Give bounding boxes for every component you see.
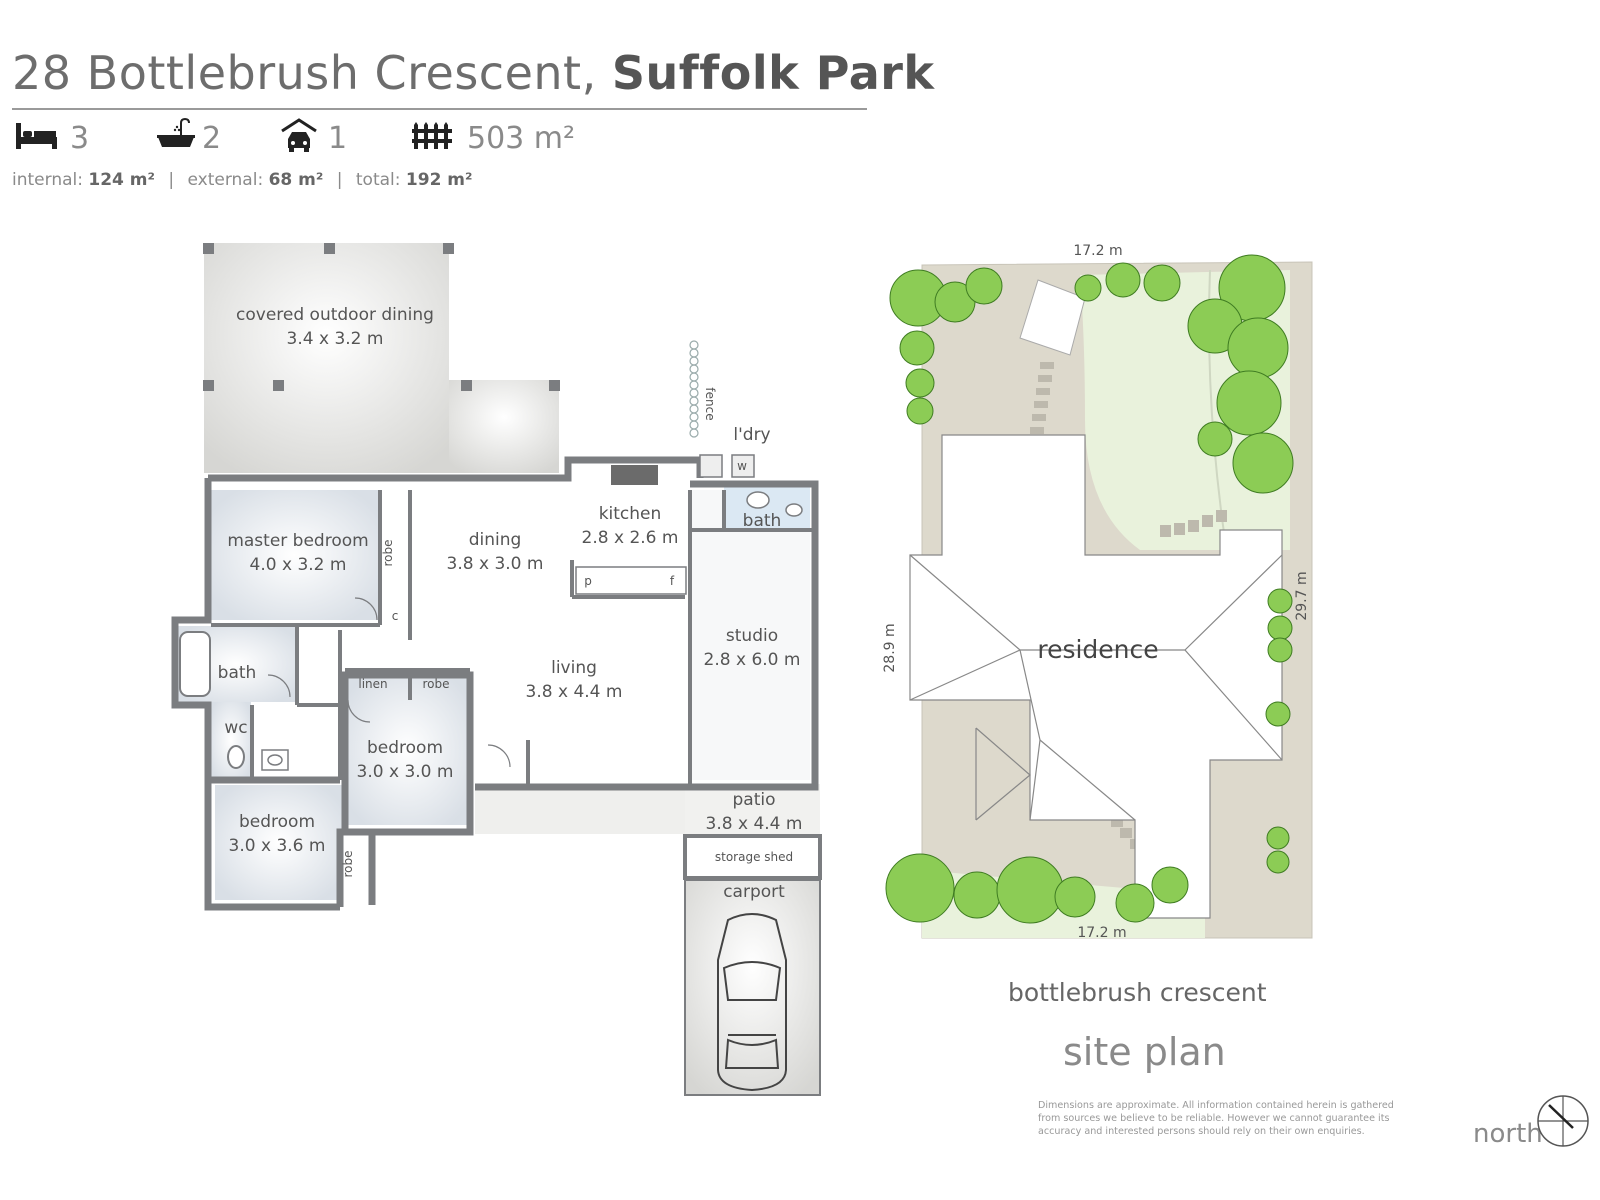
residence-label: residence [1037, 635, 1158, 664]
label-wc: wc [224, 718, 247, 738]
external-label: external: [187, 170, 264, 190]
residence-roof [909, 434, 1283, 919]
label-storage-shed: storage shed [715, 850, 793, 864]
bath-icon [157, 117, 195, 147]
size-patio: 3.8 x 4.4 m [706, 814, 803, 834]
site-right-dim: 29.7 m [1294, 571, 1310, 620]
label-w: w [737, 459, 747, 473]
label-robe: robe [422, 677, 449, 691]
internal-label: internal: [12, 170, 83, 190]
size-master-bedroom: 4.0 x 3.2 m [250, 555, 347, 575]
label-bedroom-3: bedroom [239, 812, 315, 832]
land-size: 503 m² [467, 121, 576, 156]
address: 28 Bottlebrush Crescent, [12, 46, 597, 100]
separator: | [336, 170, 343, 190]
label-laundry: l'dry [733, 425, 770, 445]
label-carport: carport [723, 882, 785, 902]
baths-count: 2 [202, 121, 222, 156]
fence-land-icon [412, 122, 452, 149]
disclaimer: Dimensions are approximate. All informat… [1038, 1100, 1394, 1137]
label-f: f [670, 574, 675, 588]
label-robe-master: robe [381, 539, 395, 566]
car-icon [717, 913, 787, 1092]
site-left-dim: 28.9 m [882, 623, 898, 672]
site-plan-title: site plan [1063, 1030, 1226, 1074]
north-label: north [1473, 1119, 1543, 1149]
label-master-bedroom: master bedroom [227, 531, 368, 551]
area-summary: internal: 124 m² | external: 68 m² | tot… [12, 170, 472, 190]
title-divider [12, 108, 867, 110]
label-p: p [584, 574, 592, 588]
label-fence: fence [703, 387, 717, 420]
label-bedroom-2: bedroom [367, 738, 443, 758]
label-covered-outdoor: covered outdoor dining [236, 305, 434, 325]
size-kitchen: 2.8 x 2.6 m [582, 528, 679, 548]
total-label: total: [355, 170, 401, 190]
floor-plan: covered outdoor dining 3.4 x 3.2 m maste… [171, 243, 822, 1096]
size-bedroom-3: 3.0 x 3.6 m [229, 836, 326, 856]
north-compass-icon [1537, 1095, 1589, 1147]
suburb: Suffolk Park [611, 46, 935, 100]
label-linen: linen [358, 677, 387, 691]
site-top-dim: 17.2 m [1073, 243, 1122, 259]
label-c: c [392, 609, 399, 623]
bed-icon [16, 123, 57, 149]
label-living: living [551, 658, 597, 678]
label-bath-upper: bath [743, 511, 782, 531]
covered-outdoor-area [204, 243, 449, 473]
label-kitchen: kitchen [599, 504, 662, 524]
size-dining: 3.8 x 3.0 m [447, 554, 544, 574]
separator: | [168, 170, 175, 190]
site-plan: 17.2 m 17.2 m 28.9 m 29.7 m residence [882, 243, 1313, 941]
size-living: 3.8 x 4.4 m [526, 682, 623, 702]
label-bath-left: bath [218, 663, 257, 683]
external-value: 68 m² [268, 170, 324, 190]
property-title: 28 Bottlebrush Crescent, Suffolk Park [12, 46, 935, 100]
size-covered-outdoor: 3.4 x 3.2 m [287, 329, 384, 349]
car-garage-icon [281, 118, 317, 152]
internal-value: 124 m² [88, 170, 155, 190]
label-patio: patio [733, 790, 776, 810]
street-name: bottlebrush crescent [1008, 978, 1267, 1007]
carport-area [684, 879, 821, 1096]
label-robe-bed3: robe [341, 850, 355, 877]
size-studio: 2.8 x 6.0 m [704, 650, 801, 670]
trees [885, 254, 1294, 924]
cars-count: 1 [328, 121, 348, 156]
size-bedroom-2: 3.0 x 3.0 m [357, 762, 454, 782]
label-dining: dining [469, 530, 522, 550]
label-studio: studio [726, 626, 778, 646]
site-bottom-dim: 17.2 m [1077, 925, 1126, 941]
total-value: 192 m² [405, 170, 473, 190]
beds-count: 3 [70, 121, 90, 156]
